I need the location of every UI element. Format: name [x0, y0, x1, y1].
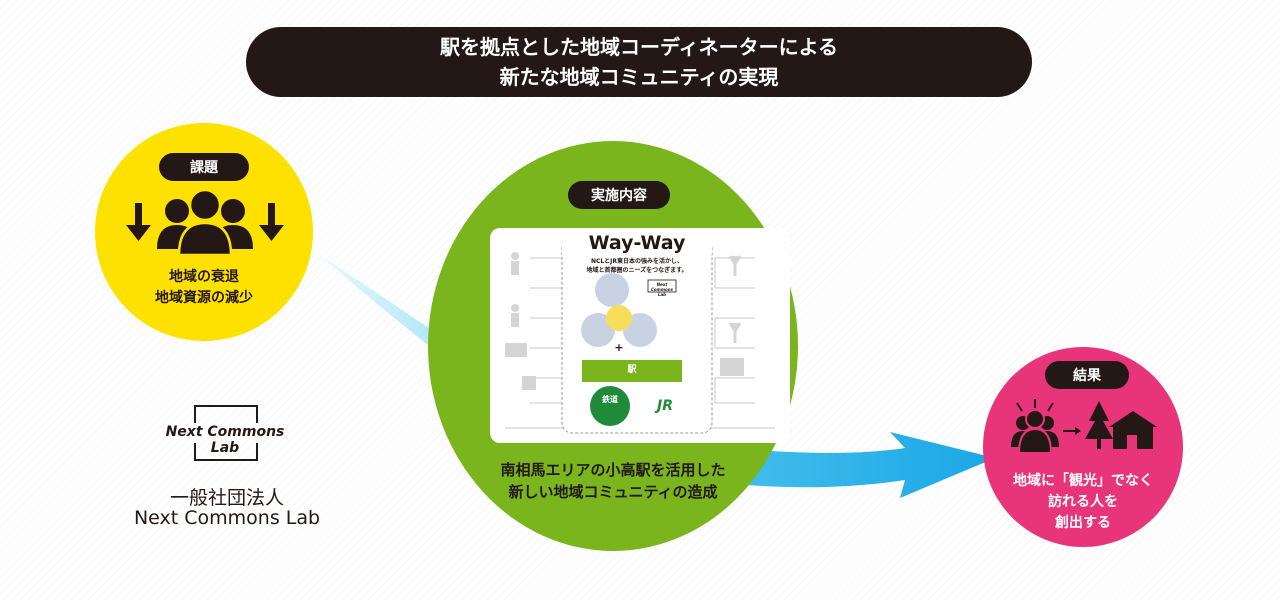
logo-frame-top — [194, 405, 258, 423]
main-line-2: 新しい地域コミュニティの造成 — [508, 483, 718, 501]
way-way-subtitle-2: 地域と首都圏のニーズをつなぎます。 — [586, 267, 688, 274]
title-line-2: 新たな地域コミュニティの実現 — [499, 65, 779, 89]
way-way-diagram — [505, 237, 775, 434]
plus-sign: + — [614, 341, 624, 354]
issue-description: 地域の衰退 地域資源の減少 — [95, 267, 313, 309]
org-name: Next Commons Lab — [133, 507, 321, 529]
result-circle: 結果 地域に「観光」でなく 訪れる人を 創出する — [983, 347, 1183, 547]
issue-line-2: 地域資源の減少 — [155, 290, 253, 306]
result-line-2: 訪れる人を — [1048, 494, 1118, 510]
way-way-title: Way-Way — [562, 232, 712, 254]
logo-frame-bottom — [194, 443, 258, 461]
result-line-3: 創出する — [1055, 515, 1111, 531]
result-description: 地域に「観光」でなく 訪れる人を 創出する — [983, 471, 1183, 534]
railway-label: 鉄道 — [602, 395, 618, 404]
ncl-mini-logo: Next Commons Lab — [651, 282, 673, 297]
result-badge: 結果 — [1045, 361, 1129, 389]
title-line-1: 駅を拠点とした地域コーディネーターによる — [440, 35, 838, 59]
way-way-diagram-card: Way-Way NCLとJR東日本の強みを活かし、 地域と首都圏のニーズをつなぎ… — [490, 228, 790, 443]
issue-line-1: 地域の衰退 — [169, 269, 239, 285]
way-way-subtitle: NCLとJR東日本の強みを活かし、 地域と首都圏のニーズをつなぎます。 — [562, 257, 712, 275]
issue-badge: 課題 — [159, 153, 249, 181]
logo-text: Next Commons Lab — [165, 424, 285, 456]
main-line-1: 南相馬エリアの小高駅を活用した — [500, 461, 726, 479]
way-way-subtitle-1: NCLとJR東日本の強みを活かし、 — [590, 258, 684, 265]
title-banner: 駅を拠点とした地域コーディネーターによる 新たな地域コミュニティの実現 — [246, 27, 1032, 97]
main-badge: 実施内容 — [568, 181, 670, 209]
issue-circle: 課題 地域の衰退 地域資源の減少 — [95, 123, 313, 341]
jr-logo: JR — [657, 398, 673, 414]
result-line-1: 地域に「観光」でなく — [1013, 473, 1153, 489]
visitors-to-town-icon — [1011, 399, 1157, 454]
main-circle: 実施内容 — [428, 141, 798, 551]
station-label: 駅 — [627, 365, 637, 375]
main-description: 南相馬エリアの小高駅を活用した 新しい地域コミュニティの造成 — [428, 459, 798, 503]
org-type: 一般社団法人 — [169, 487, 284, 509]
declining-people-icon — [126, 189, 284, 257]
